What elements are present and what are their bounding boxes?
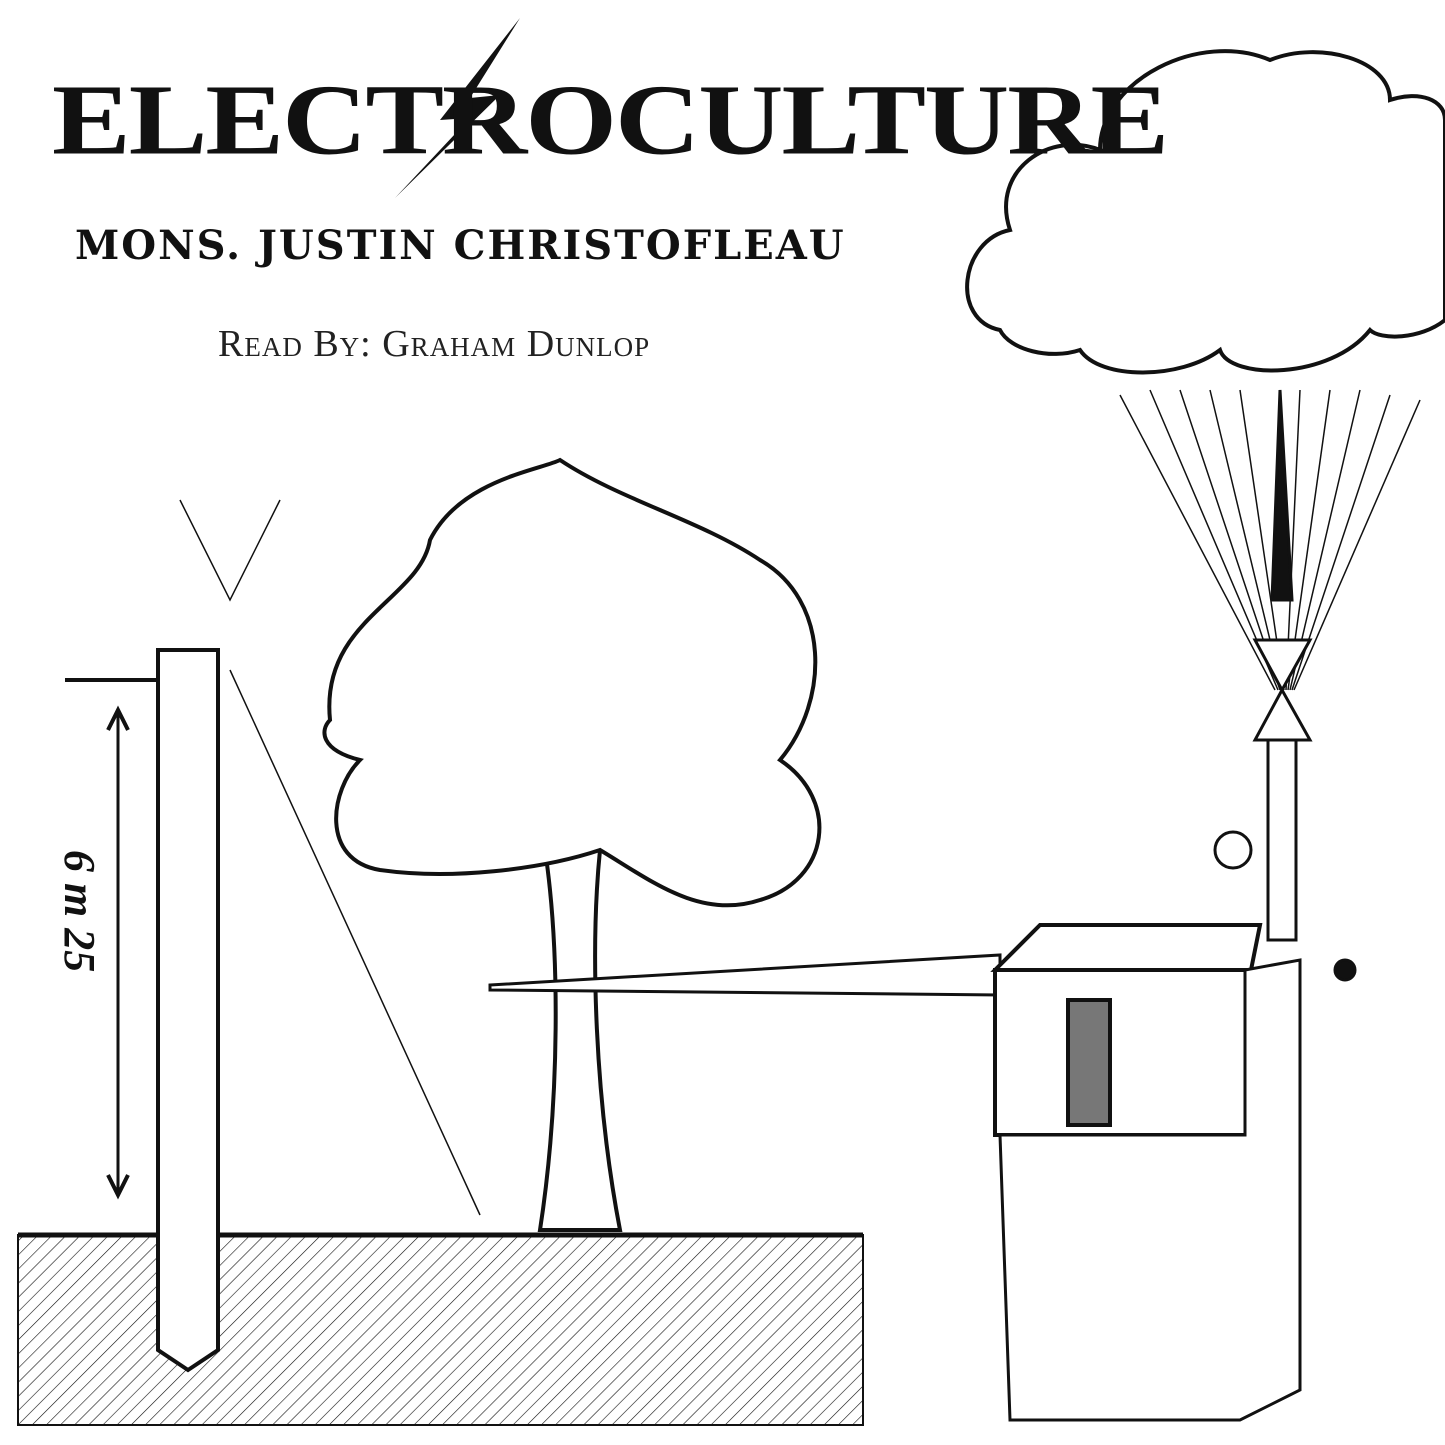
pole-height-label: 6 m 25 [55, 850, 104, 973]
condenser-box [990, 923, 1263, 1137]
lightning-bolt-icon [395, 18, 520, 198]
wooden-post [998, 958, 1302, 1422]
book-title: ELECTROCULTURE [52, 64, 1169, 176]
antenna-mast [1213, 389, 1357, 982]
narrator-credit: Read By: Graham Dunlop [218, 323, 651, 365]
author-name: MONS. JUSTIN CHRISTOFLEAU [75, 222, 846, 269]
ground-cross-section [17, 1232, 864, 1426]
measuring-pole [65, 499, 481, 1373]
tree [322, 457, 822, 1232]
cloud-icon [965, 49, 1445, 375]
